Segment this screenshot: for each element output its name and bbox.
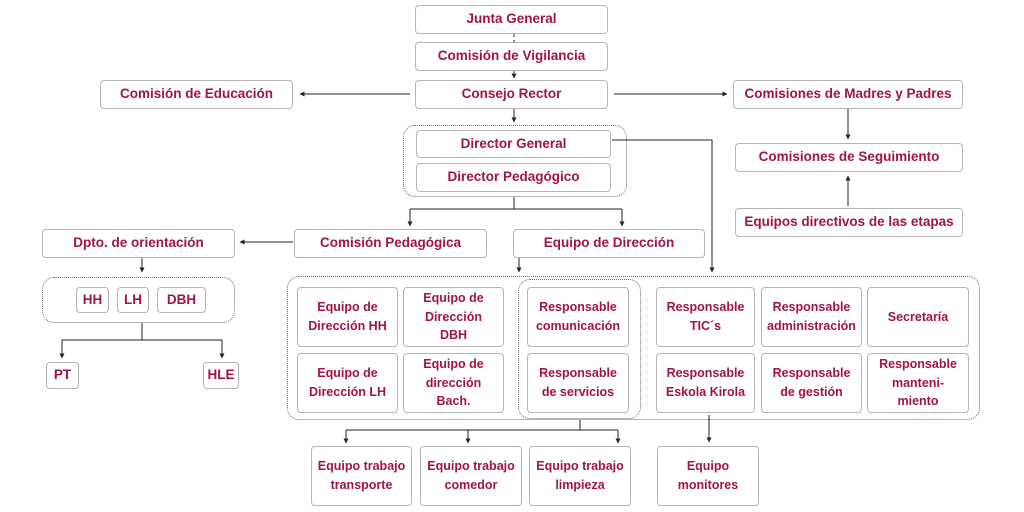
responsable-mantenimiento-node: Responsable manteni- miento bbox=[867, 353, 969, 413]
equipo-direccion-dbh-label: Equipo de Dirección DBH bbox=[423, 290, 484, 343]
comision-pedagogica-label: Comisión Pedagógica bbox=[319, 235, 462, 251]
responsable-tics-node: Responsable TIC´s bbox=[656, 287, 755, 347]
director-pedagogico-node: Director Pedagógico bbox=[416, 163, 611, 192]
equipo-direccion-label: Equipo de Dirección bbox=[543, 235, 675, 251]
responsable-administracion-label: Responsable administración bbox=[767, 300, 856, 333]
dbh-node: DBH bbox=[157, 287, 206, 313]
equipos-directivos-etapas-label: Equipos directivos de las etapas bbox=[744, 214, 954, 230]
hh-label: HH bbox=[82, 291, 103, 307]
equipo-transporte-label: Equipo trabajo transporte bbox=[317, 459, 406, 492]
comision-educacion-label: Comisión de Educación bbox=[119, 86, 274, 102]
responsable-tics-label: Responsable TIC´s bbox=[666, 300, 745, 333]
consejo-rector-label: Consejo Rector bbox=[461, 86, 562, 102]
edge-director-responsables bbox=[612, 139, 715, 273]
equipo-monitores-label: Equipo monitores bbox=[677, 459, 739, 492]
comisiones-seguimiento-label: Comisiones de Seguimiento bbox=[758, 149, 940, 165]
equipo-limpieza-node: Equipo trabajo limpieza bbox=[529, 446, 631, 506]
responsable-comunicacion-node: Responsable comunicación bbox=[527, 287, 629, 347]
director-group bbox=[403, 125, 627, 197]
secretaria-label: Secretaría bbox=[887, 309, 949, 324]
dbh-label: DBH bbox=[166, 291, 197, 307]
comision-vigilancia-label: Comisión de Vigilancia bbox=[437, 48, 586, 64]
comision-vigilancia-node: Comisión de Vigilancia bbox=[415, 42, 608, 71]
consejo-rector-node: Consejo Rector bbox=[415, 80, 608, 109]
junta-general-node: Junta General bbox=[415, 5, 608, 34]
pt-node: PT bbox=[46, 362, 79, 389]
equipos-directivos-etapas-node: Equipos directivos de las etapas bbox=[735, 208, 963, 237]
responsable-mantenimiento-label: Responsable manteni- miento bbox=[879, 356, 957, 409]
director-general-node: Director General bbox=[416, 130, 611, 158]
responsable-servicios-node: Responsable de servicios bbox=[527, 353, 629, 413]
equipo-monitores-node: Equipo monitores bbox=[657, 446, 759, 506]
hh-lh-dbh-group bbox=[42, 277, 235, 323]
comisiones-seguimiento-node: Comisiones de Seguimiento bbox=[735, 143, 963, 172]
equipo-direccion-lh-label: Equipo de Dirección LH bbox=[308, 366, 387, 399]
responsable-eskola-kirola-node: Responsable Eskola Kirola bbox=[656, 353, 755, 413]
equipos-responsables-group bbox=[287, 276, 980, 420]
comisiones-madres-padres-label: Comisiones de Madres y Padres bbox=[744, 86, 952, 102]
responsable-gestion-label: Responsable de gestión bbox=[772, 366, 851, 399]
equipo-direccion-bach-node: Equipo de dirección Bach. bbox=[403, 353, 504, 413]
lh-label: LH bbox=[124, 291, 142, 307]
director-general-label: Director General bbox=[460, 135, 567, 151]
comisiones-madres-padres-node: Comisiones de Madres y Padres bbox=[733, 80, 963, 109]
equipo-transporte-node: Equipo trabajo transporte bbox=[311, 446, 412, 506]
responsable-gestion-node: Responsable de gestión bbox=[761, 353, 862, 413]
secretaria-node: Secretaría bbox=[867, 287, 969, 347]
dpto-orientacion-label: Dpto. de orientación bbox=[73, 235, 204, 251]
pt-label: PT bbox=[53, 367, 72, 383]
dpto-orientacion-node: Dpto. de orientación bbox=[42, 229, 235, 258]
equipo-direccion-hh-node: Equipo de Dirección HH bbox=[297, 287, 398, 347]
responsable-comunicacion-label: Responsable comunicación bbox=[535, 300, 621, 333]
director-pedagogico-label: Director Pedagógico bbox=[447, 169, 580, 185]
equipo-direccion-bach-label: Equipo de dirección Bach. bbox=[423, 356, 484, 409]
equipo-direccion-dbh-node: Equipo de Dirección DBH bbox=[403, 287, 504, 347]
equipo-direccion-lh-node: Equipo de Dirección LH bbox=[297, 353, 398, 413]
lh-node: LH bbox=[117, 287, 149, 313]
comunicacion-servicios-group bbox=[518, 279, 641, 419]
equipo-limpieza-label: Equipo trabajo limpieza bbox=[536, 459, 624, 492]
responsable-eskola-kirola-label: Responsable Eskola Kirola bbox=[665, 366, 746, 399]
comision-pedagogica-node: Comisión Pedagógica bbox=[294, 229, 487, 258]
junta-general-label: Junta General bbox=[466, 11, 557, 27]
hle-node: HLE bbox=[203, 362, 239, 389]
equipo-direccion-node: Equipo de Dirección bbox=[513, 229, 705, 258]
comision-educacion-node: Comisión de Educación bbox=[100, 80, 293, 109]
responsable-servicios-label: Responsable de servicios bbox=[539, 366, 617, 399]
equipo-comedor-node: Equipo trabajo comedor bbox=[420, 446, 522, 506]
equipo-direccion-hh-label: Equipo de Dirección HH bbox=[308, 300, 387, 333]
hle-label: HLE bbox=[207, 367, 235, 383]
equipo-comedor-label: Equipo trabajo comedor bbox=[427, 459, 515, 492]
hh-node: HH bbox=[76, 287, 109, 313]
responsable-administracion-node: Responsable administración bbox=[761, 287, 862, 347]
